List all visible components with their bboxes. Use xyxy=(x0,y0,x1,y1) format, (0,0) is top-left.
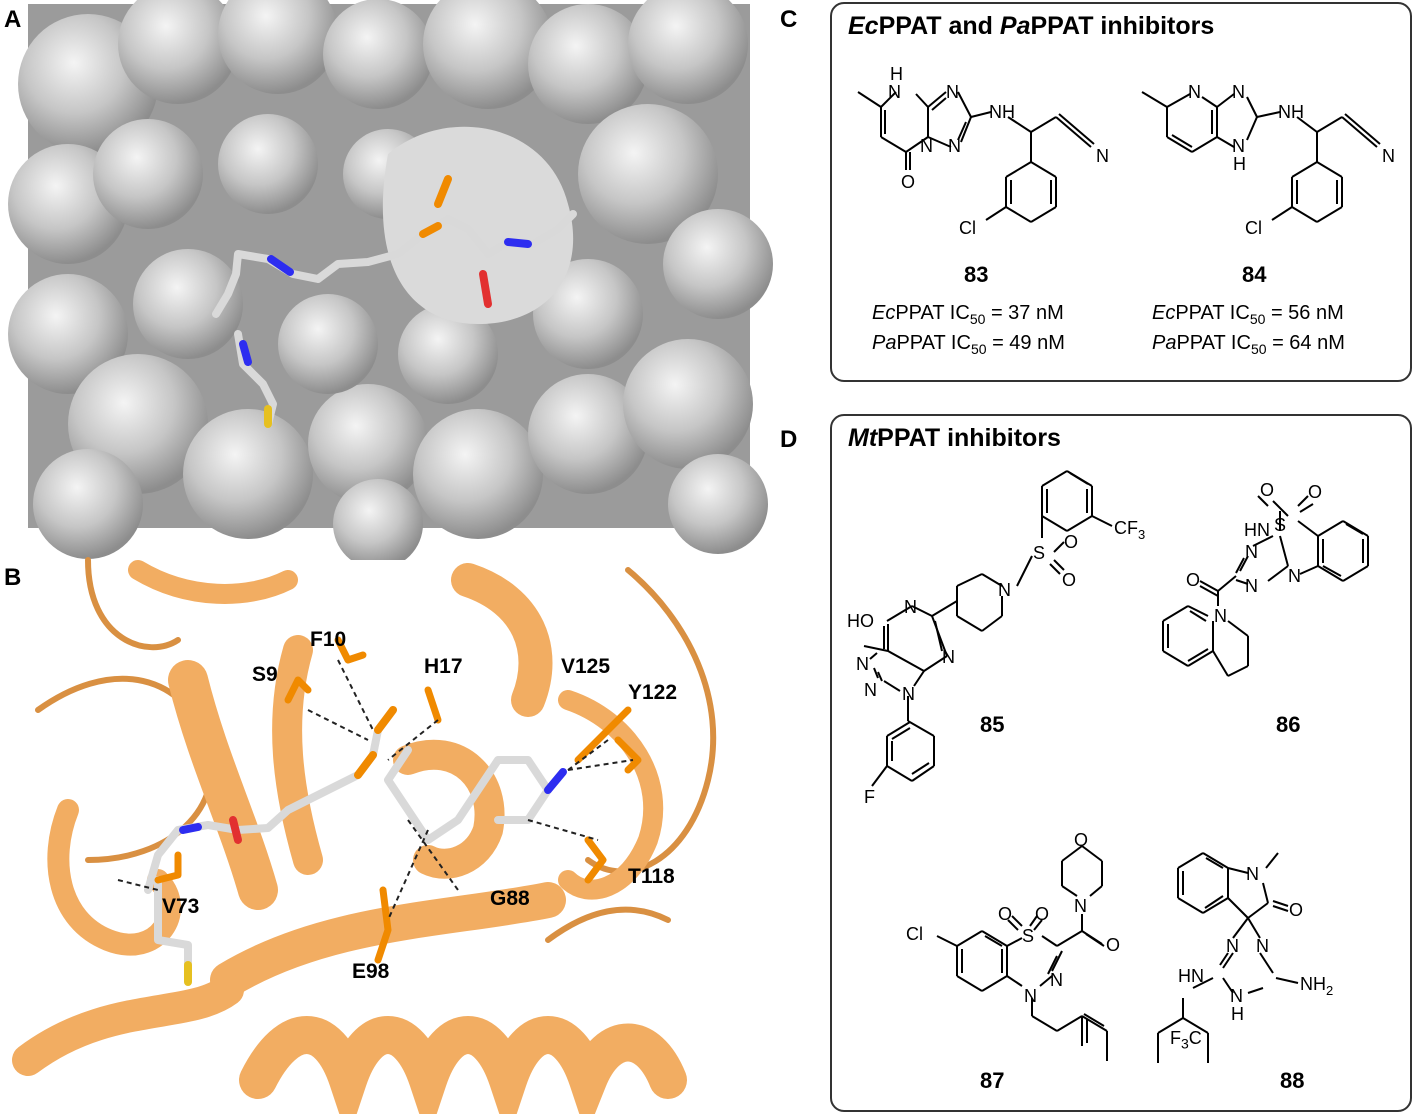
atom-label: N xyxy=(1188,82,1201,102)
atom-label: O xyxy=(1062,570,1076,590)
structure-84: N N N H NH Cl N xyxy=(1141,82,1395,238)
atom-label: F xyxy=(864,787,875,807)
atom-label: N xyxy=(1214,606,1227,626)
atom-label: O xyxy=(1260,480,1274,500)
atom-label: O xyxy=(1308,482,1322,502)
atom-label: N xyxy=(1230,986,1243,1006)
atom-label: O xyxy=(1289,900,1303,920)
atom-label: H xyxy=(1233,154,1246,174)
atom-label: N xyxy=(1382,146,1395,166)
atom-label: S xyxy=(1033,543,1045,563)
atom-label: N xyxy=(946,82,959,102)
atom-label: N xyxy=(864,680,877,700)
atom-label: O xyxy=(1074,830,1088,850)
atom-label: N xyxy=(904,597,917,617)
atom-label: Cl xyxy=(1245,218,1262,238)
panel-b-ribbon-image xyxy=(12,557,750,1114)
structure-88: N O N N HN N H NH2 xyxy=(1157,852,1333,1063)
ic50-ec-83: EcPPAT IC50 = 37 nM xyxy=(872,302,1064,327)
panel-d-frame: MtPPAT inhibitors xyxy=(830,414,1412,1112)
panel-letter-b: B xyxy=(4,564,22,591)
atom-label: N xyxy=(888,82,901,102)
panel-letter-d: D xyxy=(780,426,798,453)
atom-label: N xyxy=(1024,986,1037,1006)
atom-label: CF3 xyxy=(1114,518,1145,542)
structure-87: N O Cl O O S N N O xyxy=(906,830,1120,1061)
atom-label: S xyxy=(1022,926,1034,946)
atom-label: N xyxy=(942,647,955,667)
panel-letter-a: A xyxy=(4,6,22,33)
atom-label: HN xyxy=(1178,966,1204,986)
atom-label: NH2 xyxy=(1300,974,1333,998)
atom-label: O xyxy=(1106,935,1120,955)
panel-c-frame: EcPPAT and PaPPAT inhibitors xyxy=(830,2,1412,382)
structure-85: HO N N N N N N S O O CF3 F xyxy=(847,470,1145,807)
residue-label: V73 xyxy=(162,895,200,918)
structure-83: H N N N N NH O Cl N xyxy=(857,64,1109,238)
atom-label: N xyxy=(1096,146,1109,166)
ic50-pa-83: PaPPAT IC50 = 49 nM xyxy=(872,332,1065,357)
residue-label: T118 xyxy=(628,865,675,888)
atom-label: O xyxy=(901,172,915,192)
panel-d-title: MtPPAT inhibitors xyxy=(848,424,1061,452)
atom-label-f3c: F3C xyxy=(1170,1028,1202,1052)
ic50-pa-84: PaPPAT IC50 = 64 nM xyxy=(1152,332,1345,357)
panel-a-surface-image xyxy=(8,0,773,569)
atom-label: H xyxy=(890,64,903,84)
compound-number: 86 xyxy=(1276,712,1301,737)
compound-number: 88 xyxy=(1280,1068,1305,1093)
atom-label: O xyxy=(1064,532,1078,552)
panel-letter-c: C xyxy=(780,6,798,33)
atom-label: N xyxy=(1232,136,1245,156)
atom-label: O xyxy=(1186,570,1200,590)
atom-label: N xyxy=(902,684,915,704)
atom-label: N xyxy=(998,580,1011,600)
atom-label: N xyxy=(948,136,961,156)
atom-label: N xyxy=(1288,566,1301,586)
compound-number: 83 xyxy=(964,262,989,287)
residue-label: E98 xyxy=(352,960,390,983)
atom-label: S xyxy=(1274,515,1286,535)
atom-label: N xyxy=(920,136,933,156)
residue-label: S9 xyxy=(252,663,278,686)
ic50-ec-84: EcPPAT IC50 = 56 nM xyxy=(1152,302,1344,327)
residue-label: F10 xyxy=(310,628,347,651)
atom-label: N xyxy=(1232,82,1245,102)
compound-number: 85 xyxy=(980,712,1005,737)
atom-label: Cl xyxy=(906,924,923,944)
residue-label: V125 xyxy=(561,655,611,678)
atom-label: NH xyxy=(1278,102,1304,122)
atom-label: O xyxy=(998,904,1012,924)
atom-label: HO xyxy=(847,611,874,631)
atom-label: N xyxy=(1050,970,1063,990)
atom-label: H xyxy=(1231,1004,1244,1024)
residue-label: H17 xyxy=(424,655,463,678)
atom-label: N xyxy=(856,654,869,674)
structure-86: S HN O O N N N O N xyxy=(1162,480,1369,677)
atom-label: N xyxy=(1246,864,1259,884)
atom-label: N xyxy=(1074,896,1087,916)
atom-label: N xyxy=(1245,576,1258,596)
atom-label: N xyxy=(1226,936,1239,956)
atom-label: O xyxy=(1035,904,1049,924)
atom-label: NH xyxy=(989,102,1015,122)
atom-label: HN xyxy=(1244,520,1270,540)
atom-label: Cl xyxy=(959,218,976,238)
panel-c-title: EcPPAT and PaPPAT inhibitors xyxy=(848,12,1215,40)
compound-number: 87 xyxy=(980,1068,1005,1093)
compound-number: 84 xyxy=(1242,262,1267,287)
residue-label: Y122 xyxy=(628,681,678,704)
atom-label: N xyxy=(1245,542,1258,562)
residue-label: G88 xyxy=(490,887,530,910)
atom-label: N xyxy=(1256,936,1269,956)
